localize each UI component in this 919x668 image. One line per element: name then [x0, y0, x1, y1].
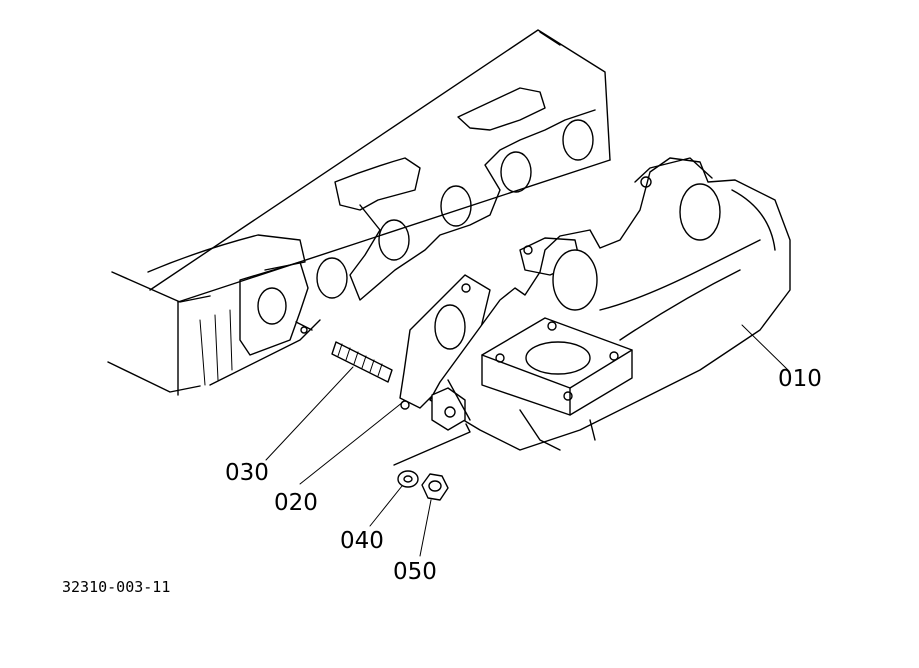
leader-line-020: [299, 401, 404, 485]
leader-line-050: [419, 499, 432, 557]
spring-washer: [397, 470, 419, 488]
stud-bolt: [331, 341, 393, 383]
leader-line-030: [265, 366, 354, 461]
leader-line-040: [369, 485, 403, 527]
callout-020: 020: [274, 490, 318, 516]
cylinder-head-block: [107, 29, 611, 396]
exhaust-manifold: [429, 157, 791, 451]
leader-line-010: [741, 324, 789, 371]
callout-040: 040: [340, 528, 384, 554]
diagram-reference-code: 32310-003-11: [62, 578, 170, 596]
callout-030: 030: [225, 460, 269, 486]
stud-extension-line: [393, 423, 471, 466]
hex-nut: [421, 473, 449, 501]
callout-050: 050: [393, 559, 437, 585]
callout-010: 010: [778, 366, 822, 392]
